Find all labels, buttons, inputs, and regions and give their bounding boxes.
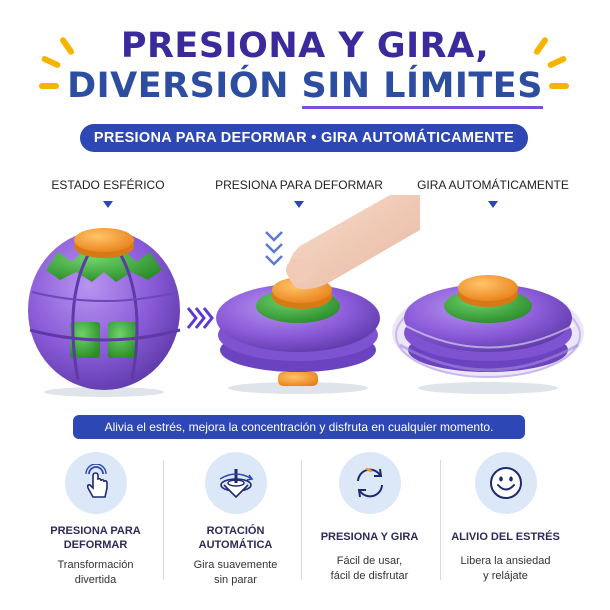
spinning-top-icon [219, 469, 253, 499]
rotate-arrows-icon [356, 467, 383, 498]
headline-line-2-underlined: SIN LÍMITES [301, 66, 543, 109]
feature-desc-2: y relájate [483, 570, 528, 582]
toy-pressed [216, 277, 380, 394]
press-down-chevrons-icon [265, 231, 283, 266]
feature-auto-rotation: ROTACIÓN AUTOMÁTICA Gira suavemente sin pa… [168, 452, 303, 588]
state-label-spin: GIRA AUTOMÁTICAMENTE [417, 178, 569, 192]
feature-desc: Libera la ansiedad [460, 555, 551, 567]
feature-title-2: AUTOMÁTICA [198, 539, 273, 551]
state-label-press: PRESIONA PARA DEFORMAR [215, 178, 383, 192]
feature-desc: Transformación [57, 559, 134, 571]
feature-divider [163, 460, 164, 580]
hand-tap-icon [84, 464, 108, 498]
state-label-spherical: ESTADO ESFÉRICO [51, 178, 165, 192]
feature-title: PRESIONA Y GIRA [320, 531, 419, 543]
smiley-icon [489, 467, 522, 499]
feature-icon-circle [64, 452, 127, 514]
product-scene [28, 195, 584, 397]
arrow-chevrons-icon [186, 307, 214, 329]
feature-title: ROTACIÓN [206, 525, 265, 537]
headline-line-2-pre: DIVERSIÓN [67, 66, 302, 106]
feature-stress-relief: ALIVIO DEL ESTRÉS Libera la ansiedad y re… [438, 452, 573, 584]
toy-spherical [28, 228, 181, 397]
feature-desc-2: divertida [74, 574, 117, 586]
feature-desc: Fácil de usar, [336, 555, 403, 567]
feature-desc-2: fácil de disfrutar [330, 570, 409, 582]
feature-icon-circle [474, 452, 537, 514]
headline-line-2: DIVERSIÓN SIN LÍMITES [0, 66, 610, 109]
feature-title: ALIVIO DEL ESTRÉS [451, 531, 560, 543]
feature-icon-circle [204, 452, 267, 514]
feature-divider [440, 460, 441, 580]
pointer-spin-icon [488, 201, 498, 208]
pointer-press-icon [294, 201, 304, 208]
benefit-note: Alivia el estrés, mejora la concentració… [73, 415, 525, 439]
feature-press-spin: PRESIONA Y GIRA Fácil de usar, fácil de d… [302, 452, 437, 584]
headline-line-1: PRESIONA Y GIRA, [120, 26, 490, 66]
feature-title: PRESIONA PARA [50, 525, 141, 537]
subtitle-banner: PRESIONA PARA DEFORMAR • GIRA AUTOMÁTICA… [80, 124, 528, 152]
feature-title-2: DEFORMAR [63, 539, 128, 551]
feature-press-deform: PRESIONA PARA DEFORMAR Transformación dive… [28, 452, 163, 588]
feature-icon-circle [338, 452, 401, 514]
pressing-finger [286, 195, 420, 290]
pointer-spherical-icon [103, 201, 113, 208]
feature-divider [301, 460, 302, 580]
feature-desc-2: sin parar [214, 574, 257, 586]
feature-desc: Gira suavemente [193, 559, 278, 571]
toy-spinning [392, 275, 584, 394]
